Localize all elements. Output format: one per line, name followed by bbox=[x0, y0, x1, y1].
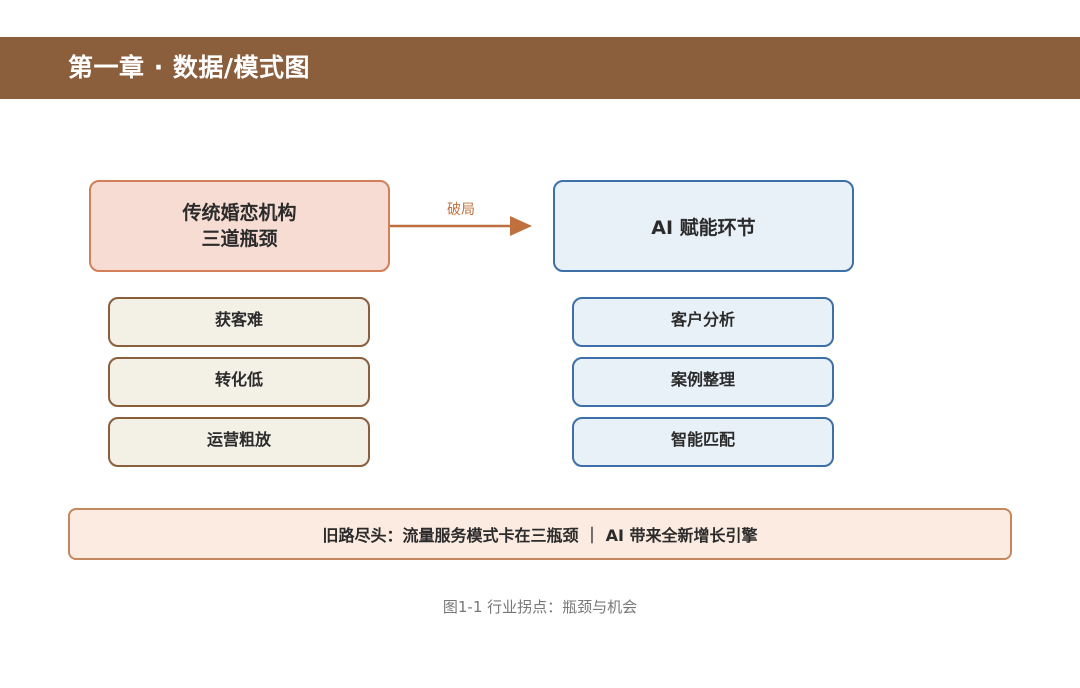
ai-empowerment-box: AI 赋能环节 bbox=[553, 180, 854, 272]
summary-text: 旧路尽头：流量服务模式卡在三瓶颈 ｜ AI 带来全新增长引擎 bbox=[322, 526, 758, 545]
bottleneck-item-operations: 运营粗放 bbox=[108, 417, 370, 467]
ai-item-label: 智能匹配 bbox=[670, 430, 735, 449]
breakthrough-label: 破局 bbox=[447, 202, 475, 218]
traditional-agency-box: 传统婚恋机构 三道瓶颈 bbox=[89, 180, 390, 272]
ai-empowerment-title: AI 赋能环节 bbox=[651, 216, 756, 239]
three-bottlenecks-subtitle: 三道瓶颈 bbox=[201, 228, 278, 250]
ai-item-smart-matching: 智能匹配 bbox=[572, 417, 834, 467]
bottleneck-label: 运营粗放 bbox=[206, 430, 271, 449]
ai-item-case-organizing: 案例整理 bbox=[572, 357, 834, 407]
traditional-agency-title: 传统婚恋机构 bbox=[182, 202, 297, 224]
arrow-head bbox=[510, 216, 532, 236]
figure-caption: 图1-1 行业拐点：瓶颈与机会 bbox=[442, 598, 638, 616]
page-title: 第一章 · 数据/模式图 bbox=[68, 53, 311, 82]
summary-banner: 旧路尽头：流量服务模式卡在三瓶颈 ｜ AI 带来全新增长引擎 bbox=[68, 508, 1012, 560]
bottleneck-label: 获客难 bbox=[214, 310, 263, 329]
ai-item-label: 客户分析 bbox=[670, 310, 735, 329]
bottleneck-label: 转化低 bbox=[214, 370, 263, 389]
bottleneck-item-conversion: 转化低 bbox=[108, 357, 370, 407]
ai-item-customer-analysis: 客户分析 bbox=[572, 297, 834, 347]
ai-item-label: 案例整理 bbox=[670, 370, 735, 389]
header-bar: 第一章 · 数据/模式图 bbox=[0, 37, 1080, 99]
bottleneck-item-acquisition: 获客难 bbox=[108, 297, 370, 347]
breakthrough-arrow bbox=[390, 216, 532, 236]
